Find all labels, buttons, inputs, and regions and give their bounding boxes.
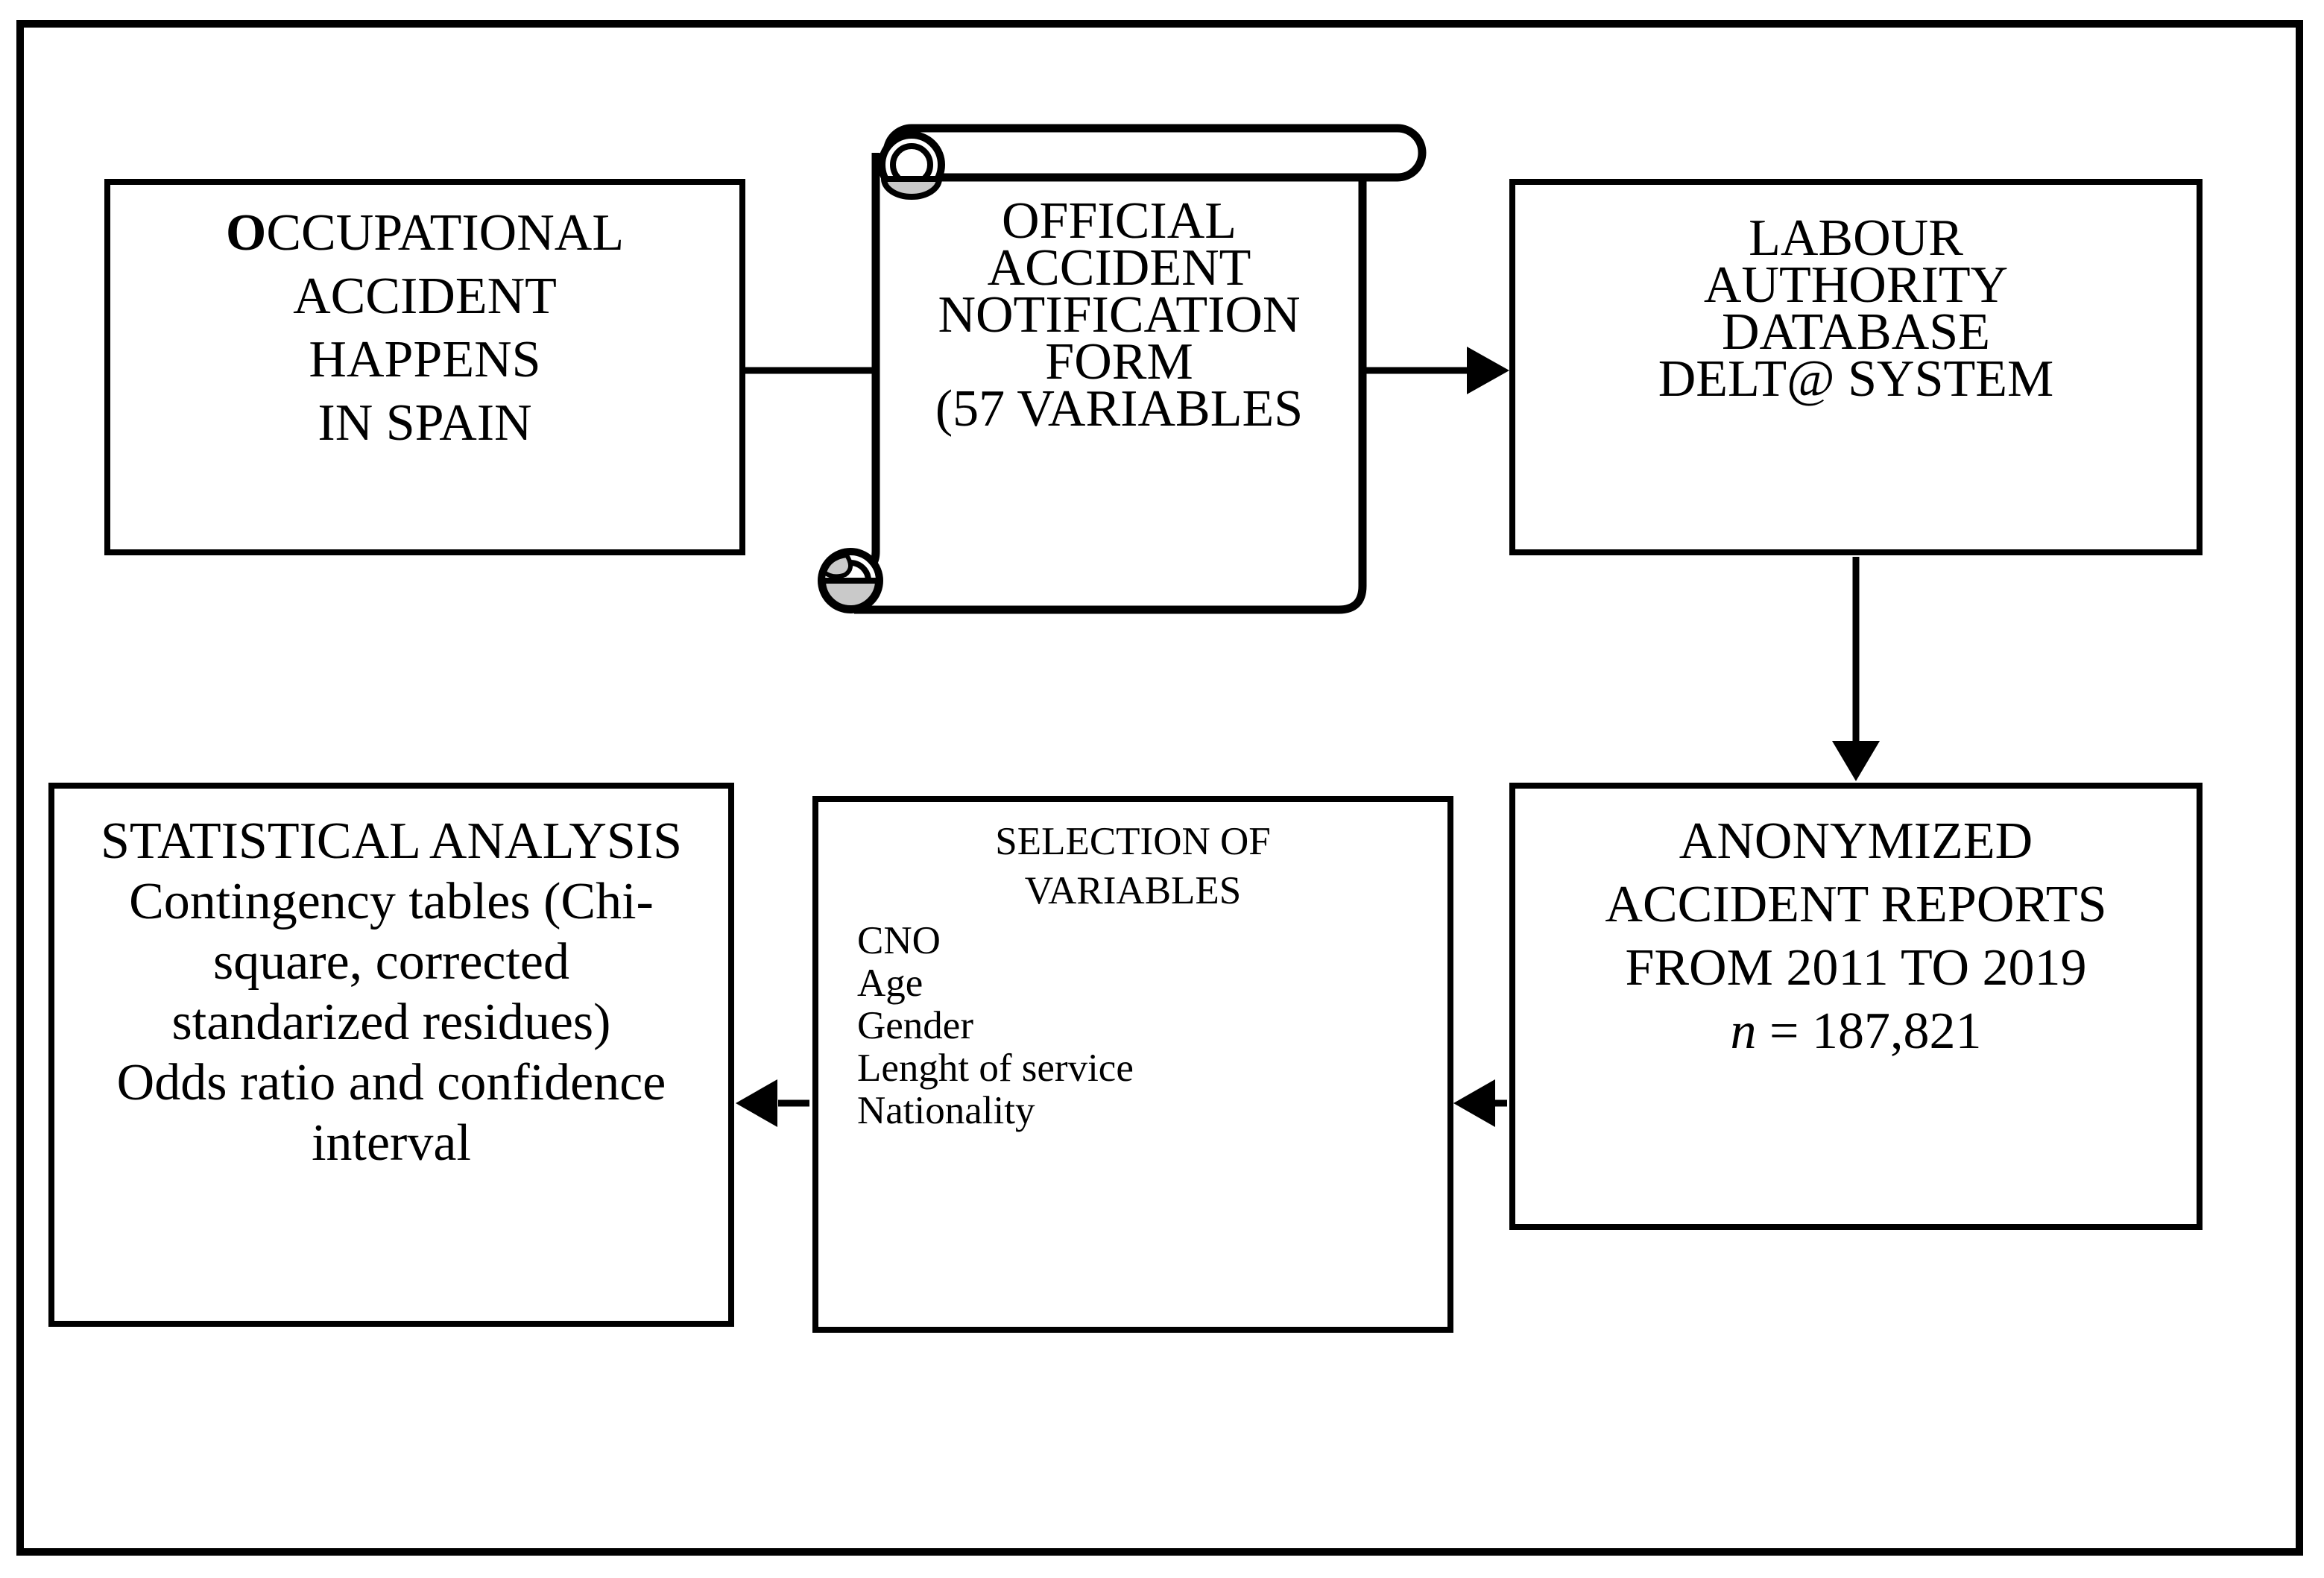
node-line: interval <box>312 1114 471 1172</box>
scroll-body-fill <box>856 149 1362 610</box>
node-selection-of-variables: SELECTION OF VARIABLES CNO Age Gender Le… <box>812 796 1453 1333</box>
arrow-selection-to-statistical <box>736 1079 809 1127</box>
scroll-top-curl-icon <box>878 131 945 200</box>
node-line: LABOUR <box>1749 209 1963 267</box>
bold-initial: O <box>225 204 267 262</box>
arrow-form-to-labour <box>1361 347 1509 394</box>
arrow-labour-to-anonymized <box>1832 557 1880 781</box>
arrow-anonymized-to-selection <box>1453 1079 1507 1127</box>
node-line: ACCIDENT REPORTS <box>1605 876 2107 933</box>
node-line: AUTHORITY <box>1703 256 2009 314</box>
scroll-top-roll <box>882 124 1427 182</box>
arrow-left-icon <box>1453 1079 1495 1127</box>
node-line: DELT@ SYSTEM <box>1658 350 2054 408</box>
variables-list: CNO Age Gender Lenght of service Nationa… <box>818 920 1447 1132</box>
node-line: ACCIDENT <box>987 239 1251 297</box>
node-occupational-accident: OCCUPATIONAL ACCIDENT HAPPENS IN SPAIN <box>104 179 745 555</box>
node-line: FORM <box>1045 333 1193 391</box>
node-line: ANONYMIZED <box>1679 812 2033 870</box>
node-line: NOTIFICATION <box>938 286 1301 344</box>
node-line: square, corrected <box>212 933 570 991</box>
scroll-body-outline <box>854 153 1367 614</box>
node-line: OCCUPATIONAL <box>110 201 739 265</box>
node-line: VARIABLES <box>1024 869 1242 912</box>
node-line: STATISTICAL ANALYSIS <box>100 812 683 870</box>
node-title: SELECTION OF VARIABLES <box>818 817 1447 915</box>
arrow-right-icon <box>1467 347 1509 394</box>
list-item: Nationality <box>857 1089 1035 1132</box>
node-line: SELECTION OF <box>995 820 1271 863</box>
node-line: FROM 2011 TO 2019 <box>1625 939 2087 997</box>
list-item: Age <box>857 962 923 1005</box>
node-labour-authority-database: LABOUR AUTHORITY DATABASE DELT@ SYSTEM <box>1509 179 2203 555</box>
list-item: Lenght of service <box>857 1047 1134 1090</box>
sample-size-value: = 187,821 <box>1756 1003 1982 1060</box>
arrow-down-icon <box>1832 741 1880 781</box>
node-anonymized-reports: ANONYMIZED ACCIDENT REPORTS FROM 2011 TO… <box>1509 783 2203 1230</box>
scroll-left-edge <box>861 153 880 575</box>
outer-border <box>16 20 2303 1556</box>
node-line: OFFICIAL <box>1001 192 1237 250</box>
node-line: HAPPENS <box>309 331 541 388</box>
list-item: CNO <box>857 919 941 962</box>
node-line: DATABASE <box>1722 303 1990 361</box>
scroll-bottom-curl-icon <box>818 548 883 613</box>
node-line-text: CCUPATIONAL <box>266 204 625 262</box>
node-line: ACCIDENT <box>293 268 557 325</box>
arrow-left-icon <box>736 1079 777 1127</box>
node-line: (57 VARIABLES <box>935 380 1304 438</box>
node-line: Contingency tables (Chi- <box>129 873 654 930</box>
node-line: Odds ratio and confidence <box>116 1054 666 1111</box>
node-official-notification-form: OFFICIAL ACCIDENT NOTIFICATION FORM (57 … <box>876 177 1362 438</box>
node-line: IN SPAIN <box>318 394 532 452</box>
node-line: standarized residues) <box>171 994 611 1051</box>
node-statistical-analysis: STATISTICAL ANALYSIS Contingency tables … <box>48 783 734 1327</box>
list-item: Gender <box>857 1004 973 1047</box>
sample-size-line: n = 187,821 <box>1515 1000 2197 1063</box>
sample-size-symbol: n <box>1730 1003 1757 1060</box>
